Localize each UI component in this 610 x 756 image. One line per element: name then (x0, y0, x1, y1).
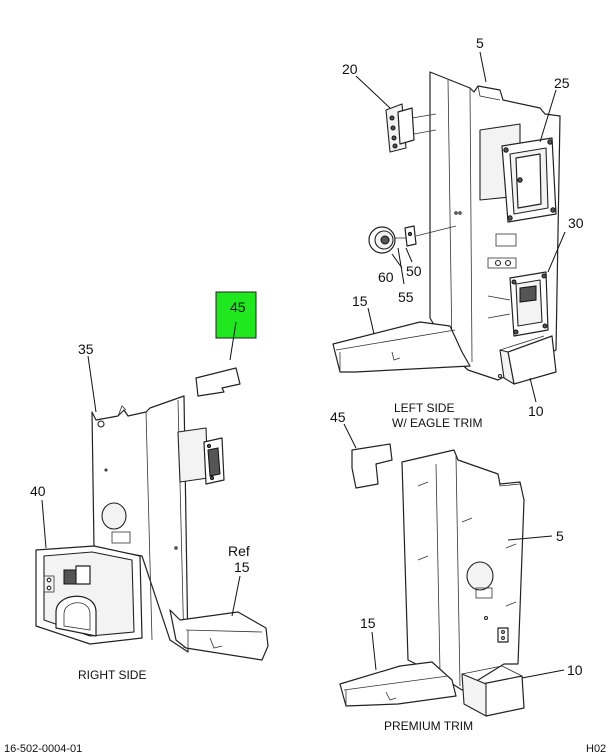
callout-40: 40 (30, 483, 46, 499)
callout-35: 35 (78, 341, 94, 357)
knob-part-60[interactable] (368, 226, 410, 254)
grab-handle-part-25[interactable] (501, 137, 557, 223)
callout-25: 25 (554, 75, 570, 91)
latch-part-50[interactable] (404, 225, 457, 247)
caption-left-side-line1: LEFT SIDE (394, 401, 454, 415)
callout-5-top: 5 (476, 35, 484, 51)
callout-10-premium: 10 (567, 662, 583, 678)
sill-trim-part-15-premium[interactable] (339, 661, 457, 707)
callout-30: 30 (568, 215, 584, 231)
callout-20: 20 (342, 61, 358, 77)
bracket-right-side[interactable] (177, 427, 225, 485)
right-side-assembly (35, 291, 269, 661)
sheet-code: H02 (586, 743, 606, 755)
callout-15-premium: 15 (360, 615, 376, 631)
left-side-eagle-trim-assembly (332, 51, 566, 403)
callout-55: 55 (398, 289, 414, 305)
bracket-part-20[interactable] (385, 103, 437, 153)
sill-trim-part-15-left[interactable] (332, 321, 471, 373)
caption-premium-trim: PREMIUM TRIM (384, 719, 473, 733)
handle-part-30[interactable] (487, 271, 549, 337)
trim-strip-part-45-premium[interactable] (351, 443, 393, 489)
caption-right-side: RIGHT SIDE (78, 668, 146, 682)
callout-15-ref: 15 (234, 559, 250, 575)
access-panel-part-40[interactable] (35, 545, 143, 645)
callout-60: 60 (378, 269, 394, 285)
step-box-part-10-premium[interactable] (461, 665, 525, 717)
premium-trim-assembly (339, 423, 565, 717)
callout-45-premium: 45 (330, 409, 346, 425)
callout-ref: Ref (228, 543, 250, 559)
drawing-number: 16-502-0004-01 (4, 743, 82, 755)
caption-left-side-line2: W/ EAGLE TRIM (392, 416, 482, 430)
callout-45-highlight-box[interactable] (215, 291, 257, 339)
callout-45-highlight: 45 (230, 299, 246, 315)
sill-trim-part-15-right[interactable] (169, 609, 269, 661)
callout-5-premium: 5 (556, 528, 564, 544)
callout-10-left: 10 (528, 403, 544, 419)
callout-15-left: 15 (352, 293, 368, 309)
callout-50: 50 (406, 263, 422, 279)
premium-panel-part-5[interactable] (401, 449, 525, 691)
trim-strip-part-45-right[interactable] (195, 367, 241, 397)
step-box-part-10-left[interactable] (499, 335, 557, 385)
